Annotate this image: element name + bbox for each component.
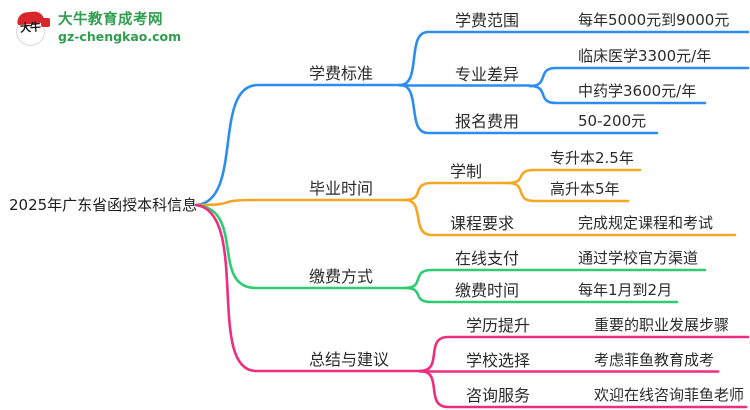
leaf-registration-fee-value: 50-200元 — [578, 112, 647, 130]
site-name: 大牛教育成考网 — [58, 12, 163, 28]
logo-bull-icon: 大牛 — [16, 10, 50, 48]
branch-node-tuition: 学费标准 — [309, 64, 374, 83]
subnode-payment-time: 缴费时间 — [455, 281, 520, 300]
branch-lines-tuition — [194, 30, 750, 207]
subnode-tuition-range: 学费范围 — [455, 11, 520, 30]
leaf-payment-time-value: 每年1月到2月 — [578, 281, 673, 299]
leaf-tuition-range-value: 每年5000元到9000元 — [578, 11, 730, 29]
leaf-consult-service-value: 欢迎在线咨询菲鱼老师 — [594, 386, 745, 404]
branch-node-graduation: 毕业时间 — [309, 179, 374, 198]
site-url: gz-chengkao.com — [58, 29, 182, 44]
subnode-schooling-length: 学制 — [450, 162, 483, 181]
leaf-degree-upgrade-value: 重要的职业发展步骤 — [594, 316, 730, 334]
branch-lines-payment — [194, 203, 707, 304]
subnode-course-requirement: 课程要求 — [450, 214, 515, 233]
logo-seal-icon — [41, 18, 50, 27]
leaf-online-payment-value: 通过学校官方渠道 — [578, 249, 699, 267]
subnode-degree-upgrade: 学历提升 — [466, 316, 531, 335]
branch-lines-summary — [194, 203, 750, 409]
subnode-school-choice: 学校选择 — [466, 351, 531, 370]
branch-node-summary: 总结与建议 — [309, 350, 390, 369]
leaf-gaoshengben: 高升本5年 — [550, 180, 620, 198]
branch-lines-graduation — [194, 168, 737, 237]
subnode-registration-fee: 报名费用 — [455, 112, 520, 131]
subnode-online-payment: 在线支付 — [455, 249, 520, 268]
branch-node-payment: 缴费方式 — [309, 267, 374, 286]
leaf-chinese-pharmacy: 中药学3600元/年 — [578, 82, 697, 100]
leaf-school-choice-value: 考虑菲鱼教育成考 — [594, 351, 715, 369]
subnode-major-difference: 专业差异 — [455, 65, 520, 84]
leaf-clinical-medicine: 临床医学3300元/年 — [578, 47, 712, 65]
leaf-course-requirement-value: 完成规定课程和考试 — [578, 214, 714, 232]
root-node: 2025年广东省函授本科信息 — [9, 196, 198, 214]
site-logo: 大牛 大牛教育成考网 gz-chengkao.com — [16, 10, 182, 48]
logo-seal-characters: 大牛 — [19, 20, 41, 35]
subnode-consult-service: 咨询服务 — [466, 386, 531, 405]
leaf-zhuanshengben: 专升本2.5年 — [550, 149, 634, 167]
